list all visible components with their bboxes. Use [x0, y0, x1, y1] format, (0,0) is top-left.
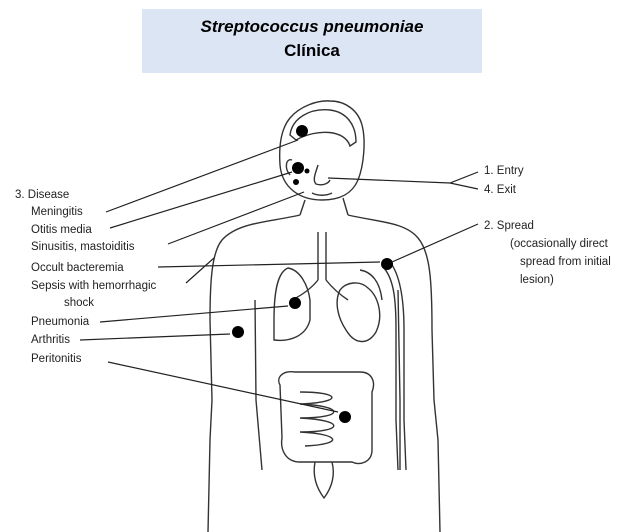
- label-sepsis: Sepsis with hemorrhagic: [31, 280, 157, 292]
- label-spread-note-1: (occasionally direct: [510, 238, 609, 250]
- brain-outline: [289, 109, 357, 148]
- label-spread-note-3: lesion): [520, 274, 554, 286]
- arm-vessel-inner: [383, 267, 399, 471]
- label-entry: 1. Entry: [484, 165, 524, 177]
- head-outline: [279, 100, 365, 201]
- sinusitis-pointer: [167, 191, 305, 245]
- title-banner: Streptococcus pneumoniae Clínica: [142, 9, 482, 73]
- intestines-outline: [278, 370, 375, 465]
- label-spread: 2. Spread: [484, 220, 534, 232]
- entry-exit-pointer: [327, 171, 479, 190]
- heart-outline: [336, 282, 381, 343]
- label-pneumonia: Pneumonia: [31, 316, 90, 328]
- torso-outline: [207, 214, 301, 532]
- label-arthritis: Arthritis: [31, 334, 70, 346]
- spread-site: [381, 258, 393, 270]
- label-spread-note-2: spread from initial: [520, 256, 611, 268]
- pneumonia-pointer: [99, 305, 289, 323]
- sinusitis-site-2: [304, 168, 310, 174]
- peritonitis-site: [339, 411, 351, 423]
- small-intestine-loops: [299, 391, 335, 447]
- meningitis-site: [296, 125, 308, 137]
- arthritis-pointer: [79, 333, 231, 341]
- nose-outline: [313, 164, 331, 186]
- label-meningitis: Meningitis: [31, 206, 83, 218]
- label-peritonitis: Peritonitis: [31, 353, 82, 365]
- bacteremia-pointer: [157, 261, 381, 268]
- section-subtitle: Clínica: [284, 41, 340, 60]
- disease-heading: 3. Disease: [15, 189, 69, 201]
- peritonitis-pointer: [107, 361, 339, 413]
- otitis-site: [292, 162, 304, 174]
- label-otitis-media: Otitis media: [31, 224, 92, 236]
- sepsis-pointer: [185, 257, 215, 284]
- left-arm-inner: [254, 299, 263, 471]
- label-sinusitis: Sinusitis, mastoiditis: [31, 241, 135, 253]
- rectum-outline: [313, 461, 334, 500]
- pneumonia-site: [289, 297, 301, 309]
- label-shock: shock: [64, 297, 94, 309]
- trachea: [317, 232, 327, 280]
- mouth-outline: [311, 192, 333, 196]
- sinusitis-site-1: [293, 179, 299, 185]
- left-lung: [273, 267, 311, 342]
- otitis-pointer: [109, 171, 293, 229]
- arm-vessel: [389, 261, 407, 471]
- spread-pointer: [391, 223, 479, 263]
- arthritis-site: [232, 326, 244, 338]
- meningitis-pointer: [105, 139, 299, 213]
- right-arm-inner: [397, 289, 401, 470]
- label-occult-bacteremia: Occult bacteremia: [31, 262, 124, 274]
- torso-outline-right: [347, 214, 441, 532]
- organism-title: Streptococcus pneumoniae: [200, 17, 424, 36]
- label-exit: 4. Exit: [484, 184, 517, 196]
- neck-outline: [299, 197, 349, 216]
- right-lung: [359, 269, 383, 301]
